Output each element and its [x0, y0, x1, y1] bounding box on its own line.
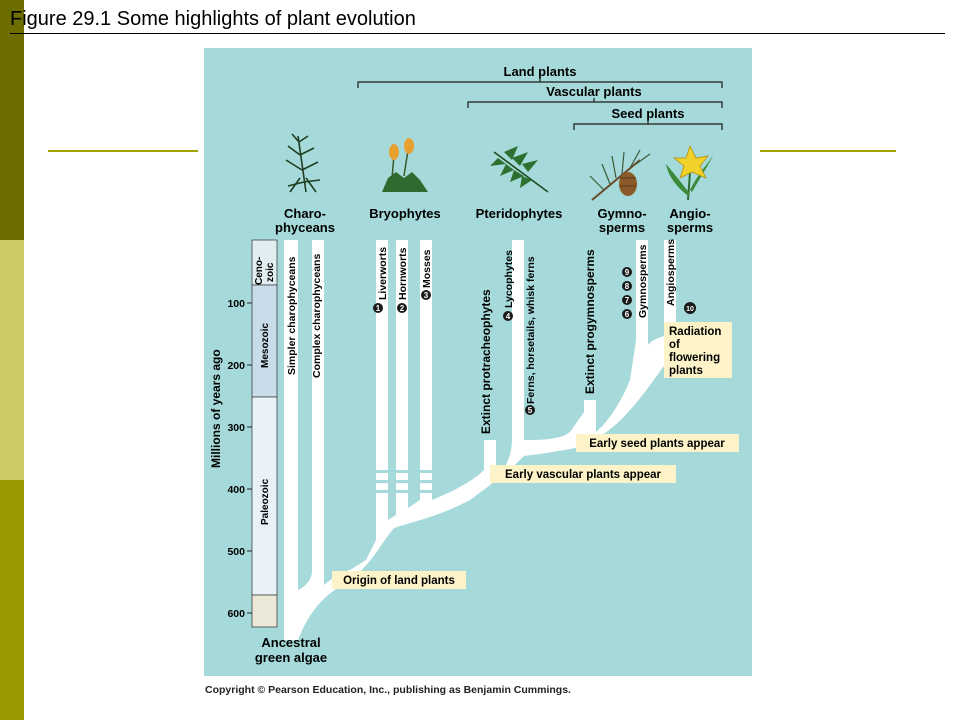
era-mesozoic: Mesozoic: [260, 323, 271, 368]
era-precambrian-box: [251, 594, 278, 628]
era-column: [251, 239, 278, 628]
era-cenozoic-line2: zoic: [265, 262, 276, 282]
era-cenozoic-box: [251, 239, 278, 286]
early-seed-box: [576, 434, 739, 452]
lineage-labels: Simpler charophyceans Complex charophyce…: [286, 239, 677, 434]
lineage-extinct-progymnosperms: Extinct progymnosperms: [583, 249, 597, 394]
time-axis-ticks: 100 200 300 400 500 600: [227, 298, 245, 620]
fossil-gap-dashes: [370, 470, 440, 493]
fern-illustration: [490, 146, 549, 193]
marker-5-circle: [525, 405, 535, 415]
marker-6: 6: [625, 310, 630, 319]
event-labels: Origin of land plants Early vascular pla…: [332, 322, 739, 589]
marker-8-circle: [622, 281, 632, 291]
lineage-hornworts: Hornworts: [397, 247, 409, 300]
marker-5: 5: [528, 406, 533, 415]
seed-plants-label: Seed plants: [612, 106, 685, 121]
marker-1-circle: [373, 303, 383, 313]
accent-rule-right: [760, 150, 896, 152]
era-paleozoic: Paleozoic: [260, 478, 271, 525]
marker-1: 1: [376, 304, 381, 313]
era-labels: Ceno- zoic Mesozoic Paleozoic: [254, 257, 276, 525]
marker-4-circle: [503, 311, 513, 321]
accent-rule-left: [48, 150, 198, 152]
early-seed-label: Early seed plants appear: [589, 438, 725, 450]
lineage-extinct-protracheophytes: Extinct protracheophytes: [479, 289, 493, 434]
time-axis-label: Millions of years ago: [209, 349, 223, 468]
marker-4: 4: [506, 312, 511, 321]
root-label-line2: green algae: [255, 650, 327, 665]
early-vascular-box: [490, 465, 676, 483]
branch-network: [284, 240, 676, 640]
marker-10: 10: [686, 306, 694, 313]
marker-3-circle: [421, 290, 431, 300]
sidebar-band-middle: [0, 240, 24, 480]
group-gymnosperms-line2: sperms: [599, 220, 645, 235]
copyright-notice: Copyright © Pearson Education, Inc., pub…: [205, 684, 571, 696]
radiation-line2: of: [669, 339, 680, 351]
marker-2: 2: [400, 304, 405, 313]
tick-300: 300: [227, 422, 245, 434]
group-bryophytes: Bryophytes: [369, 206, 441, 221]
marker-10-circle: [684, 302, 696, 314]
group-charophyceans-line1: Charo-: [284, 206, 326, 221]
tick-500: 500: [227, 546, 245, 558]
marker-2-circle: [397, 303, 407, 313]
lineage-lycophytes: Lycophytes: [503, 250, 515, 308]
group-pteridophytes: Pteridophytes: [476, 206, 563, 221]
origin-land-plants-label: Origin of land plants: [343, 575, 455, 587]
lineage-mosses: Mosses: [421, 249, 433, 288]
sidebar-band-bottom: [0, 480, 24, 720]
radiation-line3: flowering: [669, 352, 720, 364]
marker-6-circle: [622, 309, 632, 319]
lineage-simpler-charophyceans: Simpler charophyceans: [286, 256, 298, 375]
marker-7: 7: [625, 296, 630, 305]
lineage-ferns: Ferns, horsetails, whisk ferns: [525, 256, 537, 404]
marker-8: 8: [625, 282, 630, 291]
bryophyte-illustration: [382, 138, 428, 192]
tick-100: 100: [227, 298, 245, 310]
slide-sidebar: [0, 0, 24, 720]
era-cenozoic-line1: Ceno-: [254, 257, 265, 285]
radiation-line4: plants: [669, 365, 703, 377]
lineage-complex-charophyceans: Complex charophyceans: [311, 254, 323, 378]
clade-brackets: [357, 78, 723, 130]
group-angiosperms-line1: Angio-: [669, 206, 710, 221]
lineage-gymnosperms: Gymnosperms: [637, 244, 649, 318]
marker-3: 3: [424, 291, 429, 300]
group-gymnosperms-line1: Gymno-: [597, 206, 646, 221]
group-angiosperms-line2: sperms: [667, 220, 713, 235]
marker-7-circle: [622, 295, 632, 305]
tick-400: 400: [227, 484, 245, 496]
phylogeny-branches: [284, 240, 676, 640]
group-charophyceans-line2: phyceans: [275, 220, 335, 235]
slide-title: Figure 29.1 Some highlights of plant evo…: [10, 8, 416, 30]
tick-200: 200: [227, 360, 245, 372]
tick-600: 600: [227, 608, 245, 620]
angiosperm-illustration: [666, 144, 716, 201]
group-headers: Charo- phyceans Bryophytes Pteridophytes…: [275, 206, 713, 235]
bracket-vascular-plants: [467, 101, 723, 108]
title-underline: [10, 33, 945, 34]
gymnosperm-illustration: [589, 149, 651, 201]
lineage-liverworts: Liverworts: [377, 247, 389, 300]
early-vascular-label: Early vascular plants appear: [505, 469, 661, 481]
numbered-markers: 1 2 3 4 5 6 7 8 9 10: [373, 267, 696, 415]
origin-land-plants-box: [332, 571, 466, 589]
lineage-angiosperms: Angiosperms: [665, 239, 677, 306]
tick-marks: [247, 302, 252, 614]
sidebar-band-top: [0, 0, 24, 240]
root-label-line1: Ancestral: [261, 635, 320, 650]
radiation-box: [664, 322, 732, 378]
land-plants-label: Land plants: [504, 64, 577, 79]
vascular-plants-label: Vascular plants: [546, 84, 641, 99]
marker-9: 9: [625, 268, 630, 277]
charophycean-illustration: [285, 133, 321, 193]
radiation-line1: Radiation: [669, 326, 721, 338]
marker-9-circle: [622, 267, 632, 277]
